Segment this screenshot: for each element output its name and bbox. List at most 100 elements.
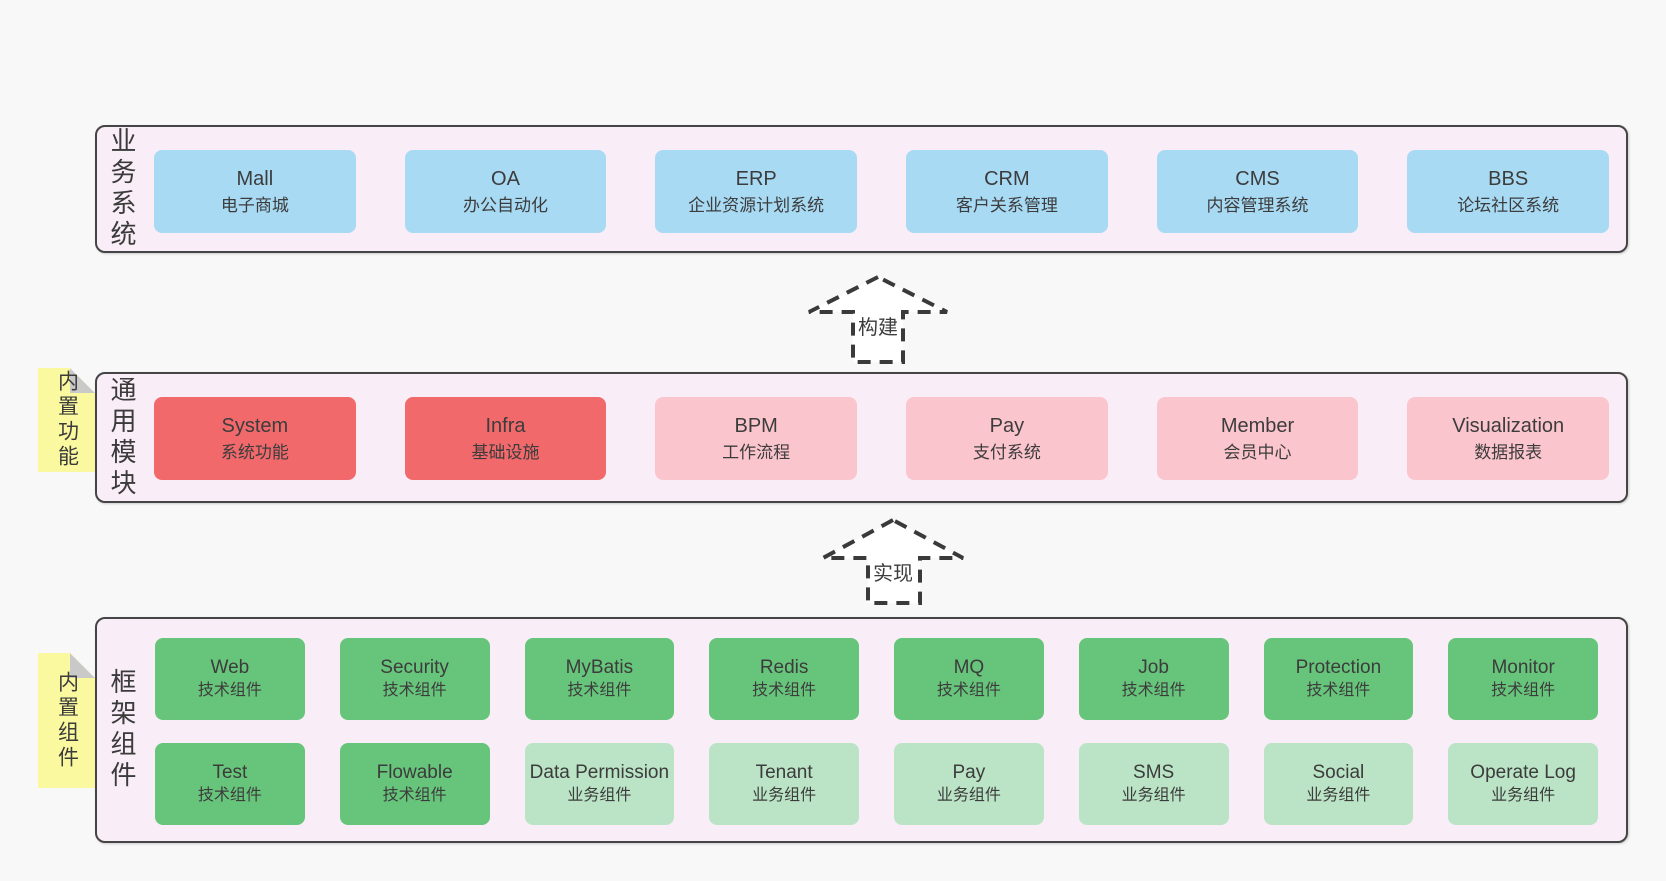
box-infra: Infra 基础设施 <box>404 397 607 480</box>
box-title: Tenant <box>755 761 813 783</box>
box-subtitle: 技术组件 <box>1121 682 1186 700</box>
up-arrow-icon <box>808 274 948 364</box>
box-monitor: Monitor 技术组件 <box>1448 638 1598 720</box>
box-title: Data Permission <box>529 761 670 783</box>
box-bpm: BPM 工作流程 <box>655 397 858 480</box>
band-side-label: 通用模块 <box>107 375 137 500</box>
box-subtitle: 电子商城 <box>220 195 289 215</box>
box-redis: Redis 技术组件 <box>709 638 859 720</box>
box-bbs: BBS 论坛社区系统 <box>1407 150 1610 233</box>
module-box-row: System 系统功能 Infra 基础设施 BPM 工作流程 Pay 支付系统… <box>154 397 1610 480</box>
box-title: BBS <box>1488 168 1529 191</box>
band-framework-components: 框架组件 Web 技术组件 Security 技术组件 MyBatis 技术组件… <box>95 617 1628 843</box>
box-operate-log: Operate Log 业务组件 <box>1448 743 1598 825</box>
box-title: OA <box>491 168 520 191</box>
box-subtitle: 技术组件 <box>197 682 262 700</box>
box-title: ERP <box>735 168 777 191</box>
tab-built-in-components: 内置组件 <box>38 653 95 788</box>
box-subtitle: 支付系统 <box>972 442 1041 462</box>
box-subtitle: 业务组件 <box>567 787 632 805</box>
component-box-row-2: Test 技术组件 Flowable 技术组件 Data Permission … <box>155 743 1598 825</box>
box-sms: SMS 业务组件 <box>1078 743 1229 825</box>
box-title: Job <box>1138 656 1169 678</box>
box-subtitle: 业务组件 <box>936 787 1001 805</box>
box-pay: Pay 支付系统 <box>906 397 1108 480</box>
box-title: MQ <box>953 656 985 678</box>
box-subtitle: 数据报表 <box>1474 442 1543 462</box>
up-arrow-icon <box>822 517 964 605</box>
box-mall: Mall 电子商城 <box>154 150 356 233</box>
band-side-label: 框架组件 <box>107 668 137 792</box>
box-security: Security 技术组件 <box>339 638 490 720</box>
box-title: Flowable <box>376 761 453 783</box>
box-mq: MQ 技术组件 <box>894 638 1044 720</box>
box-cms: CMS 内容管理系统 <box>1156 150 1359 233</box>
box-subtitle: 系统功能 <box>220 442 289 462</box>
box-title: Pay <box>952 761 986 783</box>
box-subtitle: 业务组件 <box>1491 787 1556 805</box>
box-pay-business: Pay 业务组件 <box>894 743 1044 825</box>
box-system: System 系统功能 <box>154 397 356 480</box>
box-title: Protection <box>1295 656 1382 678</box>
box-job: Job 技术组件 <box>1078 638 1229 720</box>
arrow-label: 实现 <box>873 563 913 585</box>
box-subtitle: 技术组件 <box>752 682 817 700</box>
box-tenant: Tenant 业务组件 <box>709 743 859 825</box>
box-subtitle: 企业资源计划系统 <box>688 195 825 215</box>
box-subtitle: 技术组件 <box>382 787 447 805</box>
box-title: CRM <box>984 168 1030 191</box>
box-subtitle: 技术组件 <box>1491 682 1556 700</box>
band-common-modules: 通用模块 System 系统功能 Infra 基础设施 BPM 工作流程 Pay… <box>95 372 1628 503</box>
box-subtitle: 会员中心 <box>1223 442 1292 462</box>
tab-built-in-features: 内置功能 <box>38 368 95 472</box>
box-title: Test <box>212 761 248 783</box>
box-test: Test 技术组件 <box>155 743 305 825</box>
box-title: Mall <box>236 168 274 191</box>
band-side-label: 业务系统 <box>107 127 137 251</box>
box-subtitle: 业务组件 <box>1121 787 1186 805</box>
box-title: SMS <box>1133 761 1175 783</box>
tab-label: 内置组件 <box>55 670 79 771</box>
box-title: Social <box>1312 761 1365 783</box>
box-title: Monitor <box>1491 656 1555 678</box>
box-data-permission: Data Permission 业务组件 <box>524 743 675 825</box>
tab-label: 内置功能 <box>55 370 79 470</box>
box-flowable: Flowable 技术组件 <box>339 743 490 825</box>
box-title: Redis <box>759 656 809 678</box>
box-title: Operate Log <box>1470 761 1576 783</box>
box-title: Visualization <box>1452 415 1565 438</box>
box-crm: CRM 客户关系管理 <box>906 150 1108 233</box>
box-subtitle: 论坛社区系统 <box>1457 195 1560 215</box>
box-social: Social 业务组件 <box>1263 743 1414 825</box>
arrow-build: 构建 <box>806 272 950 366</box>
box-visualization: Visualization 数据报表 <box>1407 397 1610 480</box>
box-subtitle: 办公自动化 <box>463 195 548 215</box>
box-subtitle: 技术组件 <box>382 682 447 700</box>
box-member: Member 会员中心 <box>1156 397 1359 480</box>
box-subtitle: 工作流程 <box>722 442 791 462</box>
box-subtitle: 客户关系管理 <box>955 195 1058 215</box>
box-subtitle: 技术组件 <box>936 682 1001 700</box>
box-subtitle: 技术组件 <box>567 682 632 700</box>
business-box-row: Mall 电子商城 OA 办公自动化 ERP 企业资源计划系统 CRM 客户关系… <box>154 150 1610 233</box>
box-web: Web 技术组件 <box>155 638 305 720</box>
box-title: System <box>221 415 289 438</box>
box-subtitle: 业务组件 <box>752 787 817 805</box>
box-subtitle: 业务组件 <box>1306 787 1371 805</box>
band-business-systems: 业务系统 Mall 电子商城 OA 办公自动化 ERP 企业资源计划系统 CRM… <box>95 125 1628 253</box>
arrow-implement: 实现 <box>820 515 966 607</box>
box-protection: Protection 技术组件 <box>1263 638 1414 720</box>
box-title: Web <box>210 656 250 678</box>
box-title: Infra <box>485 415 526 438</box>
box-oa: OA 办公自动化 <box>404 150 607 233</box>
box-title: MyBatis <box>565 656 634 678</box>
box-subtitle: 内容管理系统 <box>1206 195 1309 215</box>
component-box-row-1: Web 技术组件 Security 技术组件 MyBatis 技术组件 Redi… <box>155 638 1598 720</box>
box-title: Pay <box>989 415 1025 438</box>
box-subtitle: 技术组件 <box>1306 682 1371 700</box>
arrow-label: 构建 <box>858 317 898 339</box>
box-subtitle: 技术组件 <box>197 787 262 805</box>
box-title: Security <box>380 656 449 678</box>
box-erp: ERP 企业资源计划系统 <box>655 150 858 233</box>
box-mybatis: MyBatis 技术组件 <box>524 638 675 720</box>
